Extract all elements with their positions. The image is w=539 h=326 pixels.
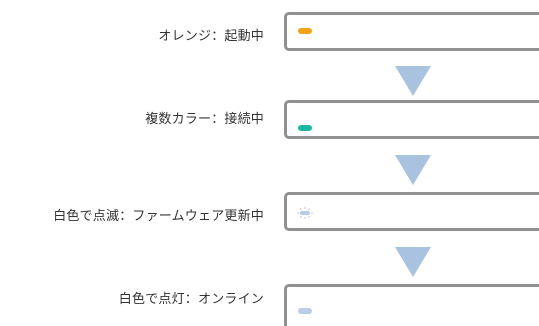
orange-led-icon	[298, 28, 312, 34]
white-led-icon	[298, 308, 312, 314]
step-label-firmware-update: 白色で点滅：ファームウェア更新中	[53, 209, 264, 224]
step-label-booting: オレンジ：起動中	[158, 29, 264, 44]
teal-led-icon	[298, 125, 312, 131]
down-arrow-icon	[395, 66, 431, 96]
down-arrow-icon	[395, 155, 431, 185]
status-box-connecting	[284, 100, 539, 139]
down-arrow-icon	[395, 247, 431, 277]
blinking-led-icon	[297, 207, 313, 219]
step-label-connecting: 複数カラー：接続中	[145, 112, 264, 127]
status-box-booting	[284, 12, 539, 51]
status-box-firmware-update	[284, 192, 539, 231]
step-label-online: 白色で点灯：オンライン	[118, 292, 264, 307]
status-box-online	[284, 284, 539, 326]
